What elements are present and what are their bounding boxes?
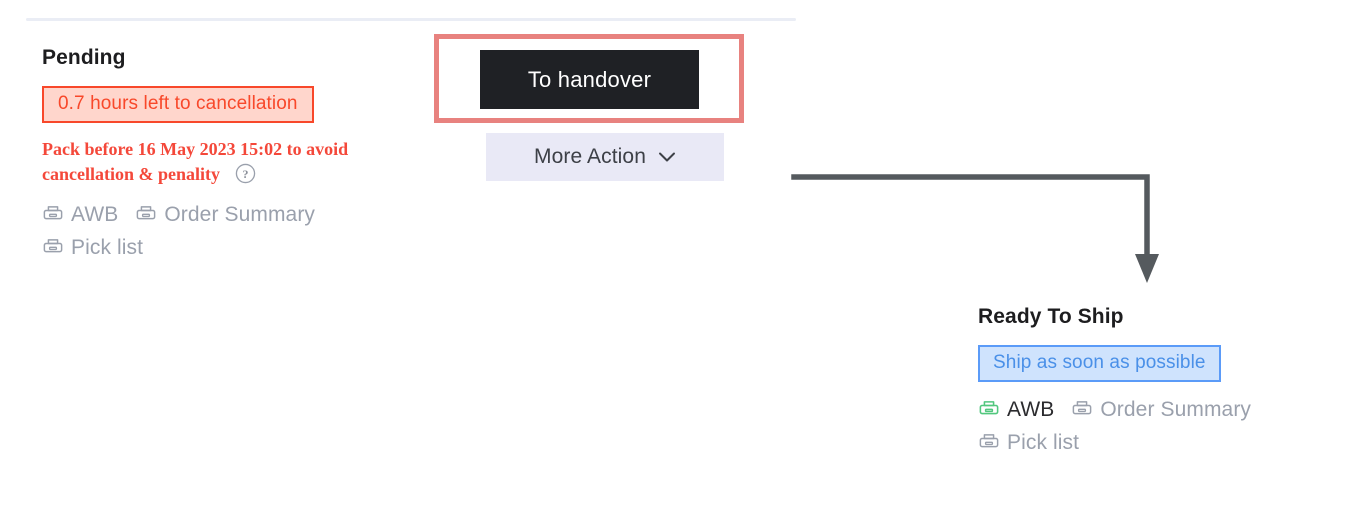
- printer-icon: [42, 203, 64, 225]
- highlight-annotation-box: [434, 34, 744, 123]
- page-title: Pending: [42, 46, 126, 69]
- printer-icon: [978, 431, 1000, 453]
- print-link-label: Pick list: [1007, 430, 1080, 454]
- print-link-label: Order Summary: [164, 202, 316, 226]
- print-link-label: Order Summary: [1100, 397, 1252, 421]
- print-row: Pick list: [978, 426, 1358, 459]
- printer-icon: [135, 203, 157, 225]
- to-handover-button[interactable]: To handover: [480, 50, 699, 109]
- print-awb-link[interactable]: AWB: [978, 398, 1054, 420]
- print-link-label: Pick list: [71, 235, 144, 259]
- pack-deadline-text: Pack before 16 May 2023 15:02 to avoid c…: [42, 138, 349, 184]
- more-action-button[interactable]: More Action: [486, 133, 724, 181]
- pending-print-links: AWB Order Summary: [42, 198, 462, 264]
- print-row: AWB Order Summary: [42, 198, 462, 231]
- print-link-label: AWB: [71, 202, 119, 226]
- ready-to-ship-panel: Ready To Ship Ship as soon as possible A…: [978, 305, 1358, 459]
- ship-asap-badge: Ship as soon as possible: [978, 345, 1221, 382]
- print-pick-list-link[interactable]: Pick list: [978, 431, 1079, 453]
- chevron-down-icon: [658, 151, 676, 163]
- print-pick-list-link[interactable]: Pick list: [42, 236, 143, 258]
- printer-icon: [978, 398, 1000, 420]
- pending-status-panel: Pending 0.7 hours left to cancellation P…: [42, 46, 462, 264]
- print-link-label: AWB: [1007, 397, 1055, 421]
- more-action-label: More Action: [534, 145, 646, 168]
- cancellation-countdown-badge: 0.7 hours left to cancellation: [42, 86, 314, 123]
- print-awb-link[interactable]: AWB: [42, 203, 118, 225]
- print-row: AWB Order Summary: [978, 393, 1358, 426]
- question-circle-icon[interactable]: ?: [235, 163, 256, 184]
- printer-icon: [42, 236, 64, 258]
- section-divider: [26, 18, 796, 21]
- printer-icon: [1071, 398, 1093, 420]
- ready-to-ship-title: Ready To Ship: [978, 305, 1124, 328]
- print-order-summary-link[interactable]: Order Summary: [135, 203, 315, 225]
- svg-text:?: ?: [242, 167, 248, 181]
- ready-print-links: AWB Order Summary: [978, 393, 1358, 459]
- pack-deadline-warning: Pack before 16 May 2023 15:02 to avoid c…: [42, 137, 442, 187]
- print-order-summary-link[interactable]: Order Summary: [1071, 398, 1251, 420]
- print-row: Pick list: [42, 231, 462, 264]
- flow-arrow-icon: [790, 168, 1170, 288]
